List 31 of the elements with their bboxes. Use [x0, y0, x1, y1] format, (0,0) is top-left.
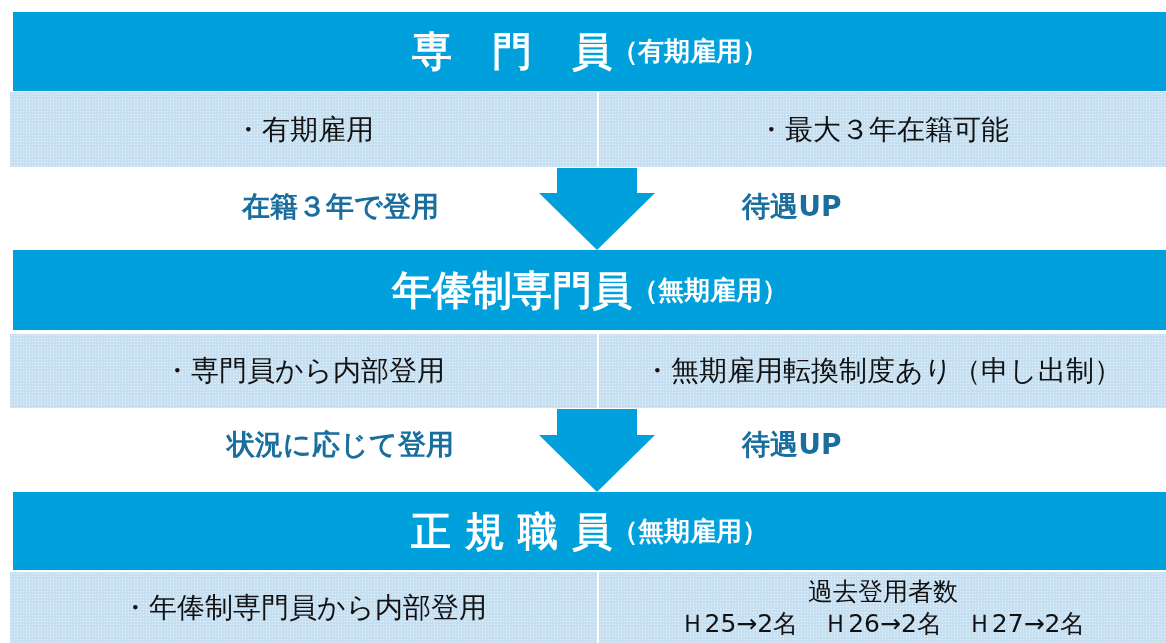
tier-panel [10, 12, 1166, 167]
arrow-caption: 待遇UP [742, 189, 842, 225]
title: 専 門 員 [411, 27, 612, 76]
subtitle: （有期雇用） [611, 36, 768, 66]
subtitle: （無期雇用） [612, 514, 769, 548]
header-band [13, 12, 1166, 91]
cell-text: ・有期雇用 [233, 111, 374, 148]
title: 年俸制専門員 [391, 265, 632, 315]
cell-text: 過去登用者数 [807, 576, 958, 608]
info-cell [10, 334, 597, 408]
info-cell [599, 334, 1166, 408]
arrow-caption: 状況に応じて登用 [226, 427, 454, 463]
subtitle: （無期雇用） [631, 274, 788, 305]
tier-panel [10, 492, 1166, 643]
cell-text: ・最大３年在籍可能 [756, 111, 1009, 148]
info-cell [599, 92, 1166, 167]
arrow-caption: 在籍３年で登用 [241, 189, 439, 225]
header-band [13, 250, 1166, 330]
cell-text: ・専門員から内部登用 [162, 353, 445, 389]
info-cell [10, 572, 597, 643]
title: 正 規 職 員 [410, 506, 613, 556]
header-band [13, 492, 1166, 570]
cell-text: Ｈ25→2名 Ｈ26→2名 Ｈ27→2名 [679, 607, 1086, 639]
info-cell [599, 572, 1166, 643]
arrow-caption: 待遇UP [742, 427, 842, 463]
info-cell [10, 92, 597, 167]
down-arrow [539, 168, 655, 250]
cell-text: ・無期雇用転換制度あり（申し出制） [643, 353, 1122, 389]
down-arrow [539, 409, 655, 492]
tier-panel [10, 250, 1166, 408]
cell-text: ・年俸制専門員から内部登用 [120, 589, 487, 626]
